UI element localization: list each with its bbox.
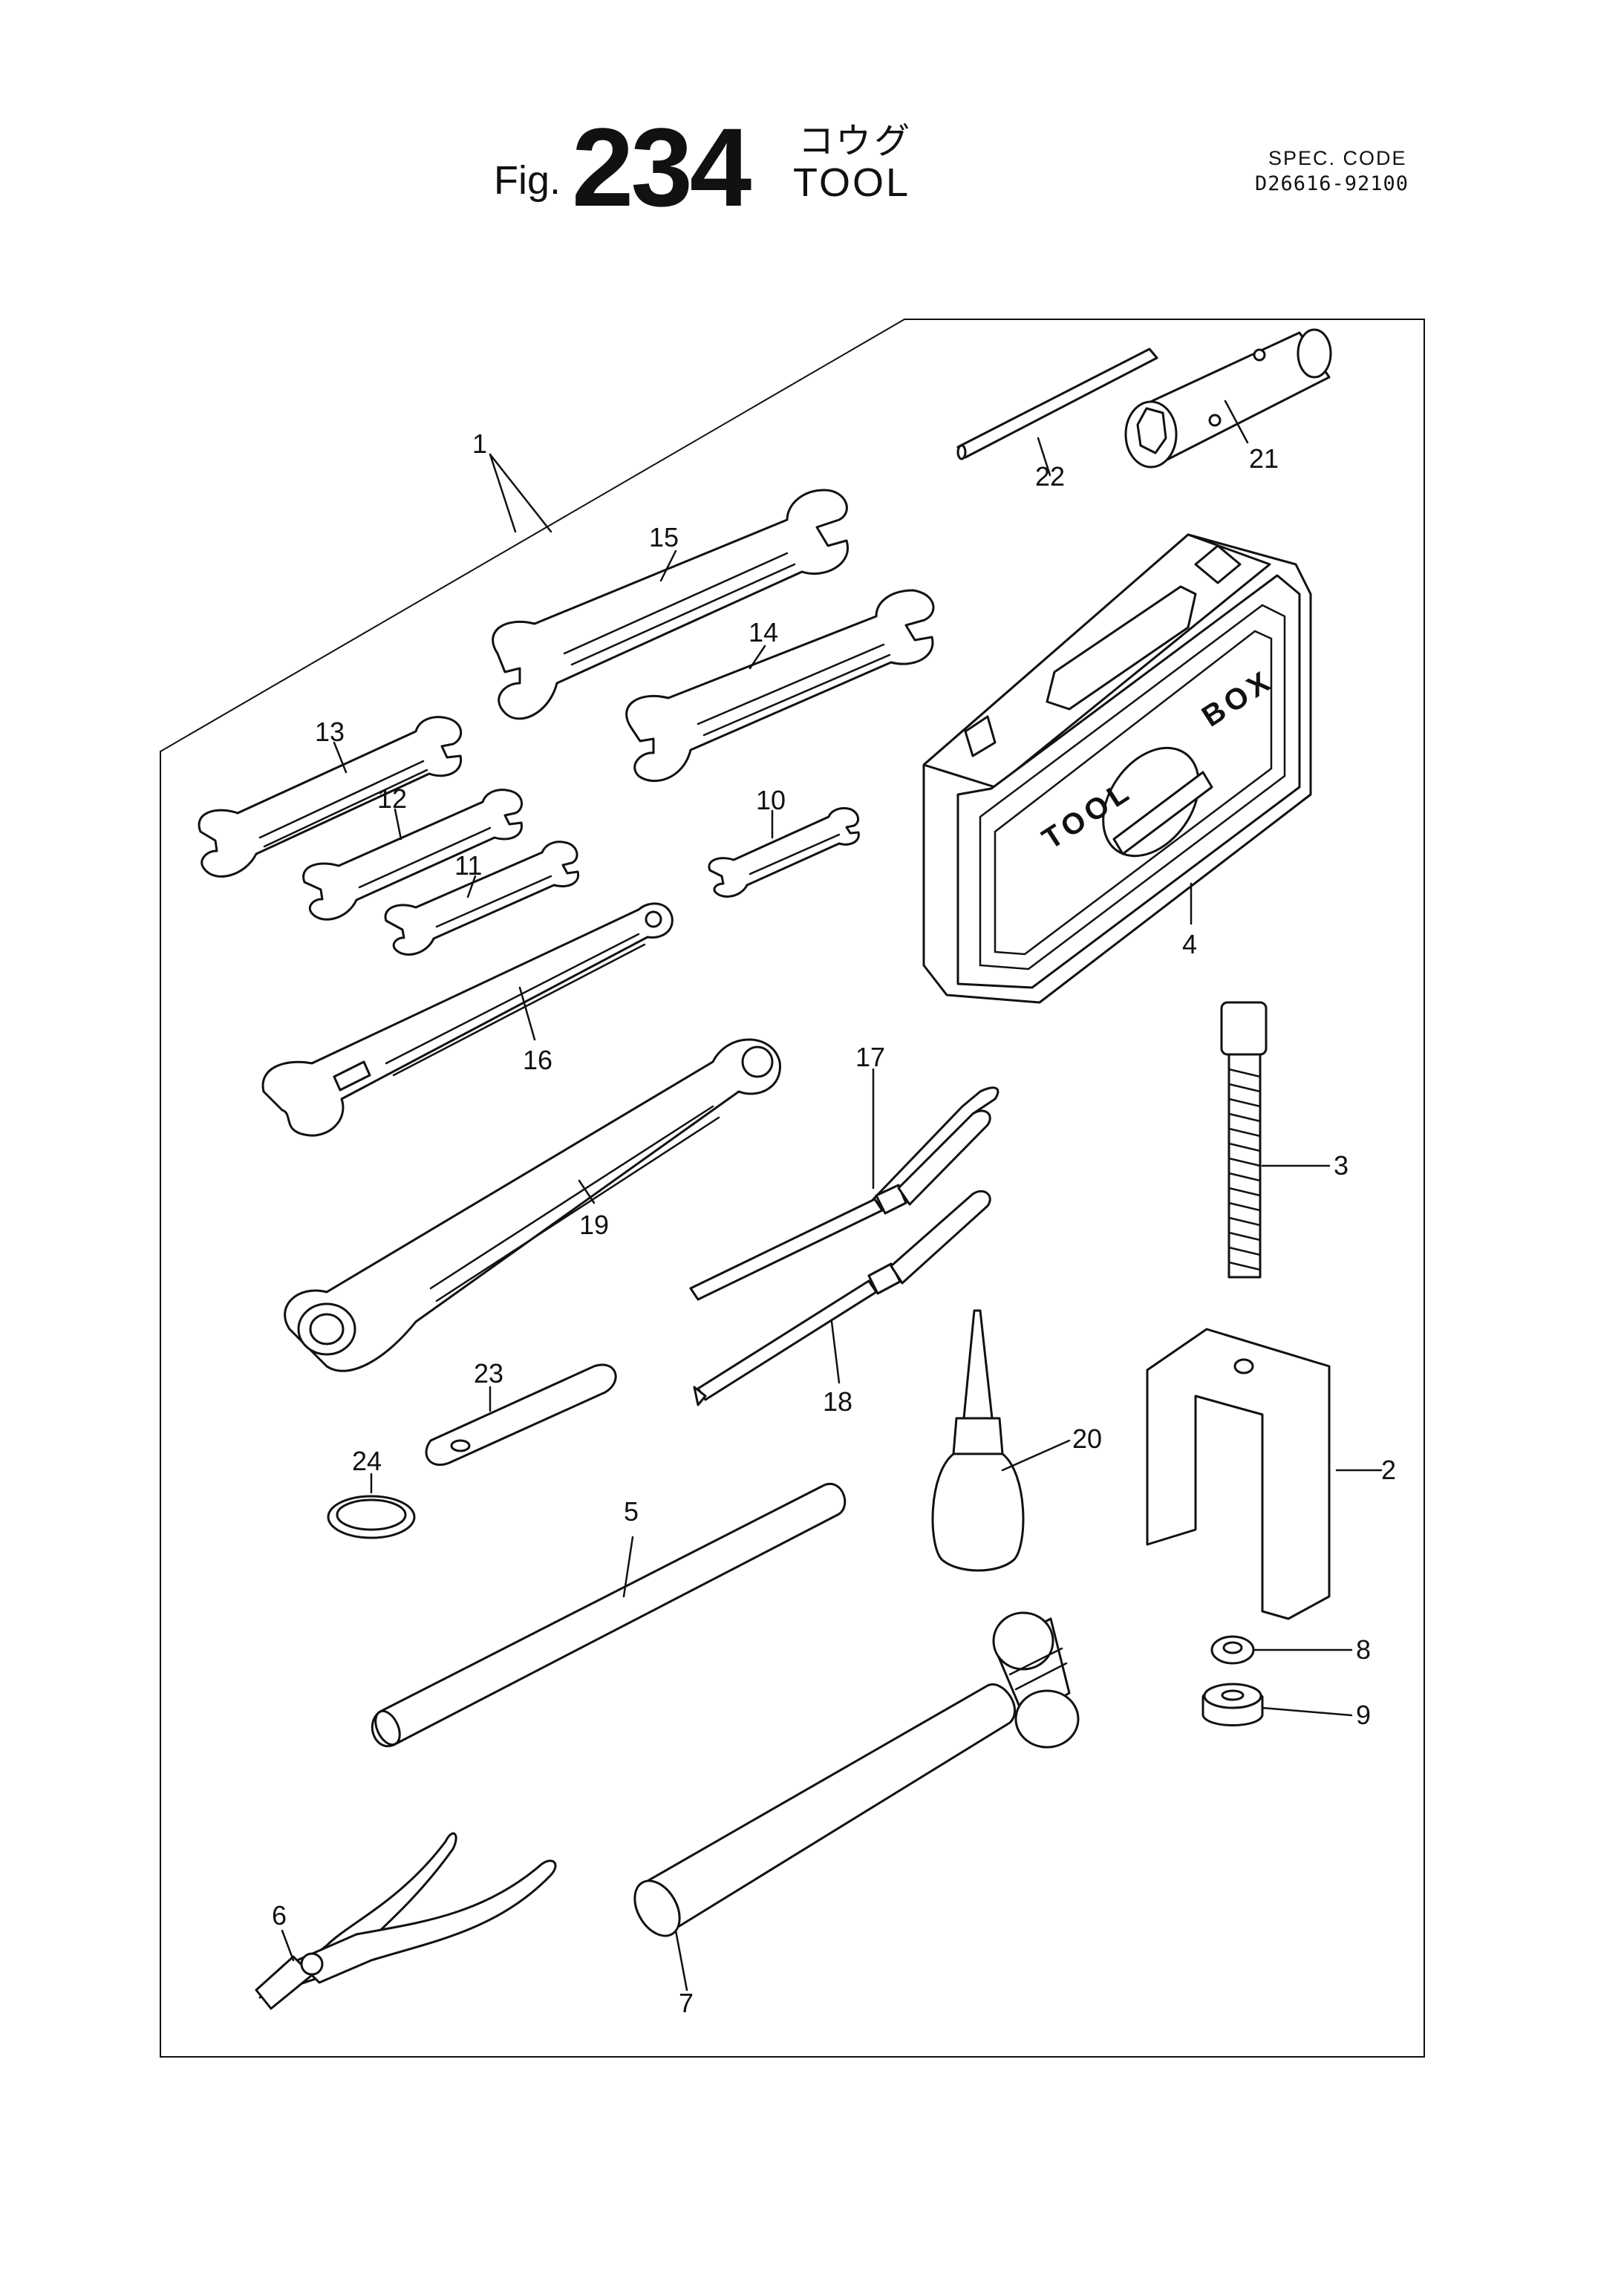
title-english: TOOL [793,160,911,205]
spec-code-label: SPEC. CODE [1268,147,1407,169]
screwdriver-17 [689,1086,999,1301]
wrench-10 [708,806,860,898]
snap-ring-24 [327,1495,416,1539]
spec-code-value: D26616-92100 [1255,172,1409,195]
callout-8: 8 [1356,1634,1371,1665]
item-1-bracket [489,453,552,533]
callout-21: 21 [1249,443,1279,474]
ring-wrench-19 [284,1038,781,1372]
callout-17: 17 [855,1042,885,1072]
callout-23: 23 [474,1358,503,1389]
washer-8 [1210,1635,1255,1665]
diagram-frame [160,319,1425,2058]
callout-3: 3 [1334,1150,1349,1181]
adjustable-wrench-16 [261,902,674,1137]
u-bracket-2 [1146,1328,1331,1620]
callout-2: 2 [1381,1455,1396,1485]
callout-9: 9 [1356,1700,1371,1730]
callout-11: 11 [454,850,482,881]
callout-10: 10 [756,785,786,815]
callout-1: 1 [472,428,487,459]
nut-9 [1201,1683,1264,1726]
wrench-15 [492,489,849,720]
callout-labels: 1 2 3 4 5 6 7 8 9 10 11 12 13 14 15 16 1… [272,428,1396,2018]
plate-23 [425,1363,617,1467]
figure-prefix: Fig. [494,158,561,203]
callout-5: 5 [624,1496,639,1527]
title-japanese: コウグ [798,120,913,162]
rod-22 [956,348,1158,460]
figure-number: 234 [572,105,751,229]
tool-box-4: TOOL BOX [922,533,1312,1004]
callout-16: 16 [523,1045,552,1075]
callout-24: 24 [352,1446,382,1476]
leader-lines [281,399,1383,1991]
box-wrench-21 [1124,328,1332,469]
callout-15: 15 [649,522,679,552]
callout-19: 19 [579,1210,609,1240]
wrench-11 [384,841,580,956]
bar-5 [371,1482,847,1748]
callout-13: 13 [315,717,345,747]
callout-18: 18 [823,1386,852,1417]
screwdriver-18 [693,1190,991,1406]
bolt-3 [1220,1001,1268,1279]
callout-6: 6 [272,1900,287,1931]
callout-7: 7 [679,1988,694,2018]
pliers-6 [255,1832,557,2010]
oil-can-20 [931,1309,1025,1572]
hammer-7 [633,1611,1080,1937]
callout-14: 14 [749,617,778,647]
wrench-12 [302,789,523,921]
callout-4: 4 [1182,929,1197,959]
wrench-13 [198,716,463,878]
callout-12: 12 [377,783,407,814]
wrench-14 [625,589,935,783]
callout-20: 20 [1072,1423,1102,1454]
callout-22: 22 [1035,461,1065,492]
